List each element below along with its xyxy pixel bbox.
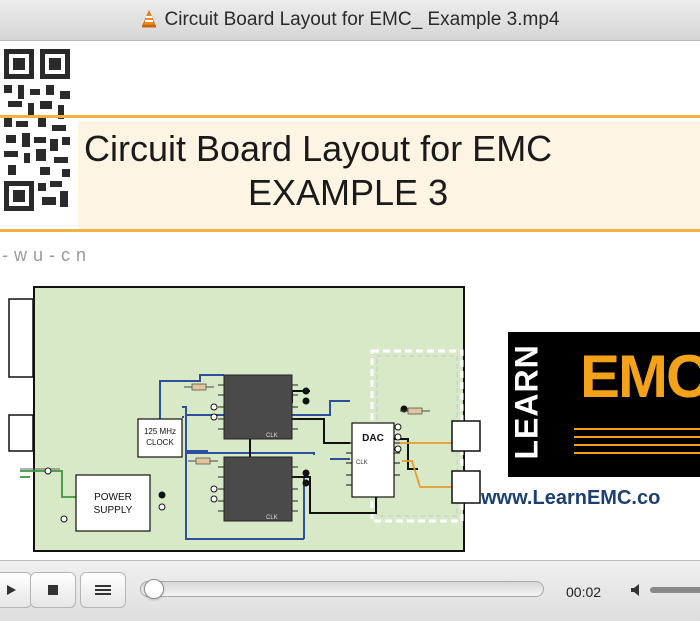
banner-bottom-line (0, 229, 700, 232)
vlc-cone-icon (141, 9, 157, 34)
watermark-text: -wu-cn (2, 245, 93, 265)
volume-slider[interactable] (650, 587, 700, 593)
dac-chip (351, 422, 395, 498)
chip-lower-clk-label: CLK (266, 515, 278, 521)
logo-stripe (574, 428, 700, 430)
volume-icon[interactable] (630, 583, 644, 597)
logo-stripe (574, 452, 700, 454)
logo-emc-text: EMC (580, 343, 700, 410)
ic-chip-upper (223, 374, 293, 440)
clock-label-line2: CLOCK (146, 438, 174, 447)
slide-title-line1: Circuit Board Layout for EMC (84, 128, 553, 169)
seek-knob[interactable] (144, 579, 164, 599)
right-connector-bottom (451, 470, 481, 504)
window-title-group: Circuit Board Layout for EMC_ Example 3.… (0, 9, 700, 34)
power-label-line1: POWER (94, 492, 132, 503)
power-traces (20, 470, 76, 498)
logo-stripe (574, 436, 700, 438)
elapsed-time: 00:02 (566, 584, 602, 600)
play-button[interactable] (0, 572, 32, 608)
chip-upper-clk-label: CLK (266, 433, 278, 439)
window-titlebar[interactable]: Circuit Board Layout for EMC_ Example 3.… (0, 0, 700, 41)
clock-label-line1: 125 MHz (144, 427, 176, 436)
playlist-button[interactable] (80, 572, 126, 608)
left-connector-top (8, 298, 34, 378)
seek-bar[interactable] (140, 579, 544, 599)
qr-code-icon (0, 45, 78, 213)
banner-top-line (0, 115, 700, 118)
dac-label: DAC (362, 433, 384, 444)
right-connector-top (451, 420, 481, 452)
power-label-line2: SUPPLY (94, 505, 133, 516)
video-area[interactable]: Circuit Board Layout for EMC EXAMPLE 3 -… (0, 41, 700, 560)
ic-chip-lower (223, 456, 293, 522)
slide-title: Circuit Board Layout for EMC EXAMPLE 3 (80, 127, 700, 215)
window-title: Circuit Board Layout for EMC_ Example 3.… (164, 9, 560, 30)
website-text: www.LearnEMC.co (481, 487, 661, 509)
clock-oscillator (137, 418, 183, 458)
player-controls: 00:02 (0, 560, 700, 621)
slide-title-line2: EXAMPLE 3 (248, 172, 449, 213)
logo-learn-text: LEARN (508, 344, 545, 460)
stop-icon (48, 585, 58, 595)
resistors (184, 383, 430, 465)
circuit-diagram: CLK CLK 125 MHz CLOCK (8, 286, 481, 552)
analog-traces (400, 442, 452, 488)
dac-clk-label: CLK (356, 460, 368, 466)
learnemc-logo: LEARN EMC (508, 332, 700, 477)
logo-stripe (574, 444, 700, 446)
play-icon (7, 585, 16, 595)
playlist-icon (95, 585, 111, 595)
left-connector-bottom (8, 414, 34, 452)
stop-button[interactable] (30, 572, 76, 608)
banner-background (78, 121, 700, 229)
power-supply (75, 474, 151, 532)
